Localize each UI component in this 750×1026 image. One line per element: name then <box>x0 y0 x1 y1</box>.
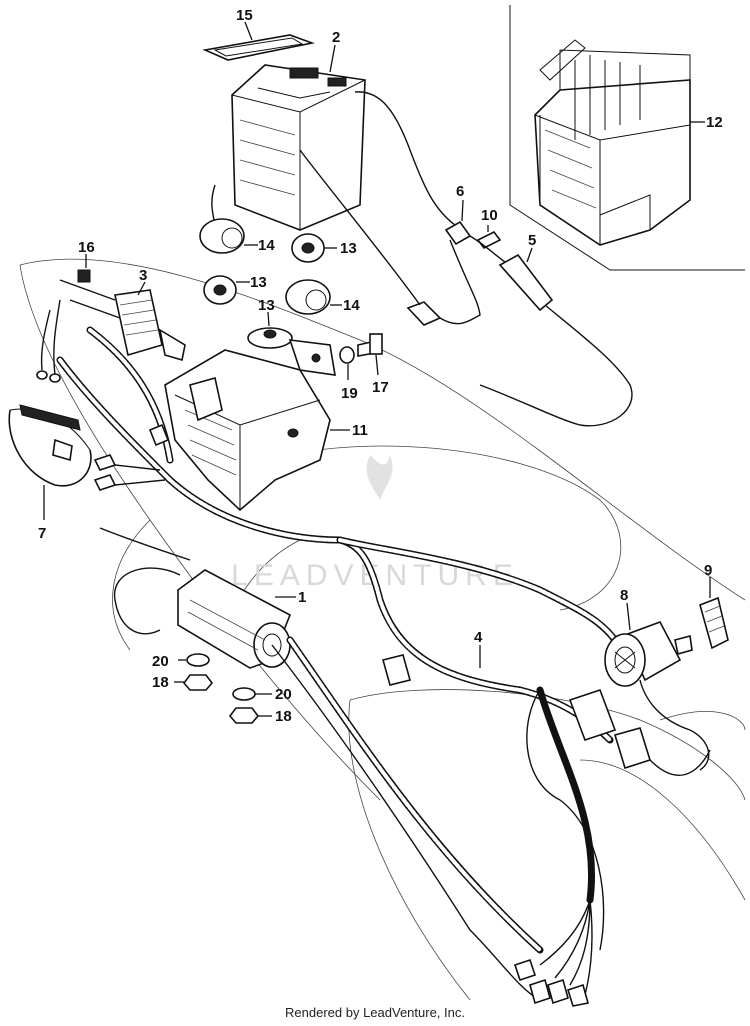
callout-3: 3 <box>139 267 147 284</box>
part-18-nut-a: 18 <box>152 674 214 691</box>
callout-8: 8 <box>620 587 628 604</box>
part-6-cap: 6 <box>444 183 472 246</box>
callout-13b: 13 <box>250 274 267 291</box>
part-15-battery-strap: 15 <box>202 7 315 61</box>
part-1-ignition-coil: 1 <box>99 527 544 1001</box>
part-11-battery-box: 11 <box>164 339 368 512</box>
part-18-nut-b: 18 <box>228 707 292 725</box>
part-17-bolt: 17 <box>357 333 389 396</box>
callout-20a: 20 <box>152 653 169 670</box>
callout-15: 15 <box>236 7 253 24</box>
part-3-regulator: 3 <box>36 267 186 383</box>
part-12-inset: 12 <box>509 5 745 271</box>
part-14-cushion-b: 14 <box>285 279 360 315</box>
part-20-washer-b: 20 <box>232 686 292 703</box>
part-5-fuse-holder: 5 <box>469 232 633 427</box>
part-8-ignition-switch: 8 <box>604 587 710 771</box>
callout-4: 4 <box>474 629 483 646</box>
footer-credit: Rendered by LeadVenture, Inc. <box>285 1005 465 1020</box>
part-9-key: 9 <box>699 562 729 650</box>
callout-11: 11 <box>352 422 368 439</box>
callout-18b: 18 <box>275 708 292 725</box>
callout-7: 7 <box>38 525 46 542</box>
frame-outline <box>19 258 746 1001</box>
callout-1: 1 <box>298 589 306 606</box>
callout-6: 6 <box>456 183 464 200</box>
harness-terminals <box>513 899 593 1007</box>
part-16-bolt: 16 <box>77 239 95 283</box>
callout-13a: 13 <box>340 240 357 257</box>
part-13-grommet-a: 13 <box>291 233 357 263</box>
callout-20b: 20 <box>275 686 292 703</box>
callout-19: 19 <box>341 385 358 402</box>
callout-16: 16 <box>78 239 95 256</box>
callout-13c: 13 <box>258 297 275 314</box>
part-7-band: 7 <box>8 404 92 542</box>
part-4-wire-harness: 4 <box>56 326 711 951</box>
callout-5: 5 <box>528 232 536 249</box>
callout-18a: 18 <box>152 674 169 691</box>
part-14-cushion-a: 14 <box>199 218 275 254</box>
callout-12: 12 <box>706 114 723 131</box>
part-13-grommet-b: 13 <box>203 274 267 305</box>
battery-cable <box>299 149 481 326</box>
callout-2: 2 <box>332 29 340 46</box>
part-20-washer-a: 20 <box>152 653 210 670</box>
callout-17: 17 <box>372 379 389 396</box>
part-19-washer: 19 <box>339 346 358 402</box>
part-13-grommet-c: 13 <box>247 297 293 349</box>
callout-14b: 14 <box>343 297 360 314</box>
part-10-fuse: 10 <box>476 207 502 250</box>
part-2-battery: 2 <box>211 29 456 231</box>
callout-10: 10 <box>481 207 498 224</box>
callout-9: 9 <box>704 562 712 579</box>
callout-14a: 14 <box>258 237 275 254</box>
